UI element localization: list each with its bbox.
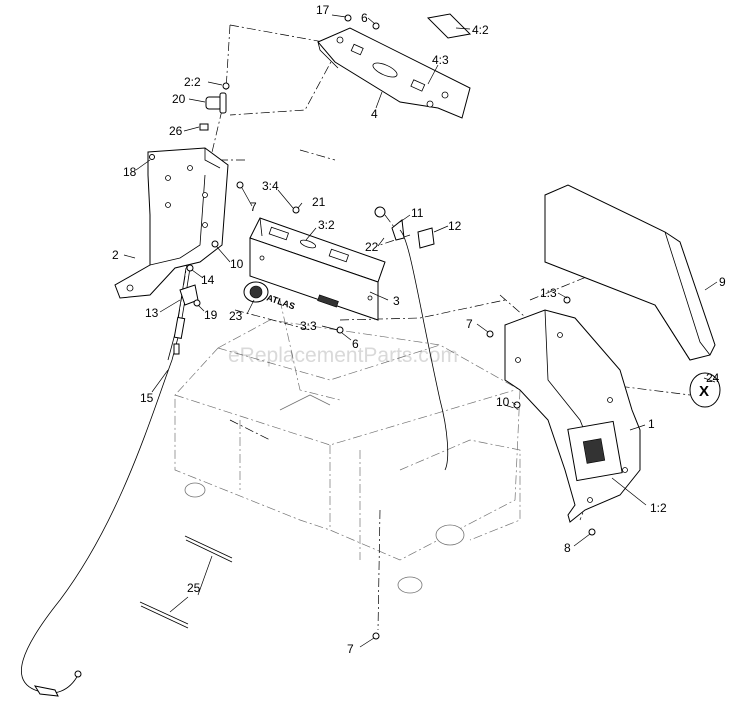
part-3-control-panel	[249, 217, 386, 321]
callout-9: 9	[719, 275, 726, 289]
assembly-lines	[177, 24, 691, 631]
callout-7c: 7	[347, 642, 354, 656]
callout-10: 10	[230, 257, 244, 271]
part-20-fitting	[199, 82, 230, 131]
callout-6: 6	[361, 11, 368, 25]
svg-text:X: X	[699, 383, 709, 400]
part-24-decal: X	[689, 372, 721, 408]
callout-15: 15	[140, 391, 154, 405]
part-9-panel	[544, 184, 716, 361]
part-15-cable	[21, 267, 191, 694]
callout-4: 4	[371, 107, 378, 121]
callout-3-4: 3:4	[262, 179, 279, 193]
callout-26: 26	[169, 124, 183, 138]
callout-7b: 7	[466, 317, 473, 331]
callout-22: 22	[365, 240, 379, 254]
callout-2: 2	[112, 248, 119, 262]
callout-labels: 17 6 4:2 2:2 4:3 20 4 26 18 3:4 21 7 11 …	[112, 3, 726, 656]
part-4-2-label	[426, 13, 472, 39]
callout-2-2: 2:2	[184, 75, 201, 89]
part-25-cable-ties	[139, 535, 233, 629]
callout-1-3: 1:3	[540, 286, 557, 300]
callout-4-2: 4:2	[472, 23, 489, 37]
callout-11: 11	[411, 206, 424, 220]
callout-20: 20	[172, 92, 186, 106]
callout-23: 23	[229, 309, 243, 323]
callout-1: 1	[648, 417, 655, 431]
callout-14: 14	[201, 273, 215, 287]
callout-12: 12	[448, 219, 462, 233]
part-1-side-panel	[504, 309, 641, 523]
callout-17: 17	[316, 3, 330, 17]
callout-25: 25	[187, 581, 201, 595]
part-4-top-plate	[317, 27, 471, 119]
part-11-12-22-cable-clamp	[374, 206, 449, 471]
callout-8: 8	[564, 541, 571, 555]
watermark-text: eReplacementParts.com	[228, 344, 458, 367]
part-2-left-bracket	[114, 147, 229, 299]
leader-lines	[123, 14, 718, 648]
callout-13: 13	[145, 306, 159, 320]
part-23-decal: ATLAS	[243, 281, 296, 311]
svg-text:ATLAS: ATLAS	[265, 292, 296, 311]
callout-21: 21	[312, 195, 326, 209]
callout-3: 3	[393, 294, 400, 308]
callout-3-3: 3:3	[300, 319, 317, 333]
callout-24: 24	[706, 371, 720, 385]
callout-6b: 6	[352, 337, 359, 351]
callout-10b: 10	[496, 395, 510, 409]
callout-19: 19	[204, 308, 218, 322]
callout-4-3: 4:3	[432, 53, 449, 67]
callout-1-2: 1:2	[650, 501, 667, 515]
fasteners	[149, 14, 596, 640]
callout-7: 7	[250, 200, 257, 214]
machine-body	[174, 299, 521, 594]
callout-3-2: 3:2	[318, 218, 335, 232]
callout-18: 18	[123, 165, 137, 179]
